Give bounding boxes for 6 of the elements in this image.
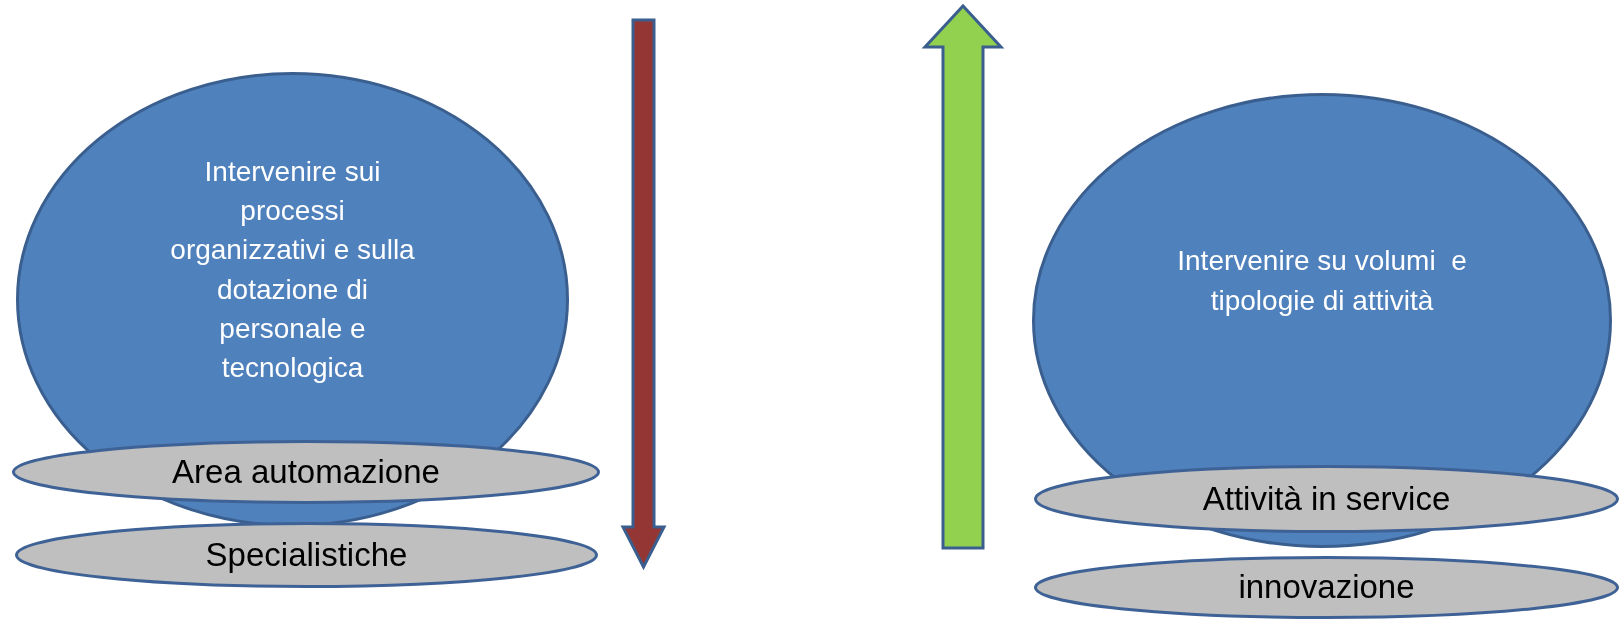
ellipse-label: innovazione (1238, 569, 1415, 606)
ellipse-label: Area automazione (172, 453, 440, 491)
ellipse-label: Attività in service (1202, 480, 1451, 518)
circle-text: Intervenire sui processi organizzativi e sulla dotazione di personale e tecnologica (169, 154, 416, 385)
ellipse-label: Specialistiche (205, 536, 408, 574)
circle-text: Intervenire su volumi e tipologie di attività (1177, 244, 1467, 318)
